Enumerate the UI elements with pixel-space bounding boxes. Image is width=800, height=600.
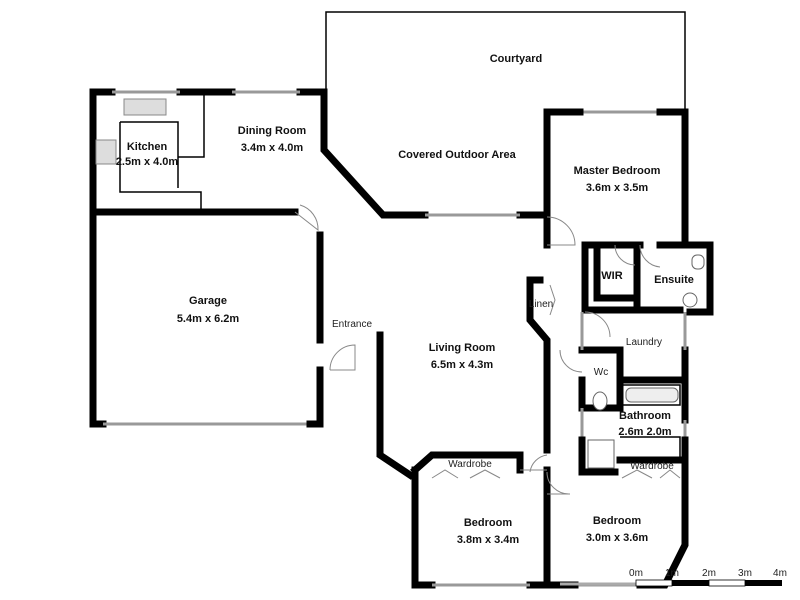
room-label-dining: Dining Room: [238, 125, 307, 137]
bathtub-icon: [625, 387, 679, 403]
sink-icon: [123, 98, 167, 116]
room-size-master: 3.6m x 3.5m: [586, 182, 649, 194]
label-wir: WIR: [601, 270, 622, 282]
stove-icon: [95, 139, 117, 165]
scale-tick-4: 4m: [773, 568, 787, 579]
room-size-dining: 3.4m x 4.0m: [241, 142, 304, 154]
room-size-living: 6.5m x 4.3m: [431, 359, 494, 371]
label-wardrobe-1: Wardrobe: [448, 459, 492, 470]
room-size-bedroom-1: 3.8m x 3.4m: [457, 534, 520, 546]
toilet-icon: [592, 391, 608, 411]
label-ensuite: Ensuite: [654, 274, 694, 286]
fixtures: [95, 98, 705, 469]
walls: [89, 88, 714, 589]
room-size-garage: 5.4m x 6.2m: [177, 313, 240, 325]
toilet-icon: [691, 254, 705, 270]
shower-icon: [587, 439, 615, 469]
scale-tick-2: 2m: [702, 568, 716, 579]
room-label-covered-outdoor: Covered Outdoor Area: [398, 149, 516, 161]
label-wc: Wc: [594, 367, 608, 378]
room-label-master: Master Bedroom: [574, 165, 661, 177]
room-label-living: Living Room: [429, 342, 496, 354]
label-laundry: Laundry: [626, 337, 662, 348]
label-entrance: Entrance: [332, 319, 372, 330]
doors: [294, 204, 681, 495]
room-label-garage: Garage: [189, 295, 227, 307]
scale-tick-3: 3m: [738, 568, 752, 579]
room-size-bedroom-2: 3.0m x 3.6m: [586, 532, 649, 544]
room-label-kitchen: Kitchen: [127, 141, 168, 153]
label-linen: Linen: [529, 299, 553, 310]
room-label-bedroom-2: Bedroom: [593, 515, 642, 527]
basin-icon: [682, 292, 698, 308]
room-size-bathroom: 2.6m 2.0m: [618, 426, 671, 438]
room-label-bedroom-1: Bedroom: [464, 517, 513, 529]
scale-tick-0: 0m: [629, 568, 643, 579]
room-size-kitchen: 2.5m x 4.0m: [116, 156, 179, 168]
scale-bar: 0m 1m 2m 3m 4m: [560, 568, 787, 587]
room-label-bathroom: Bathroom: [619, 410, 671, 422]
label-wardrobe-2: Wardrobe: [630, 461, 674, 472]
scale-tick-1: 1m: [665, 568, 679, 579]
room-label-courtyard: Courtyard: [490, 53, 543, 65]
courtyard-outline: [325, 11, 686, 112]
